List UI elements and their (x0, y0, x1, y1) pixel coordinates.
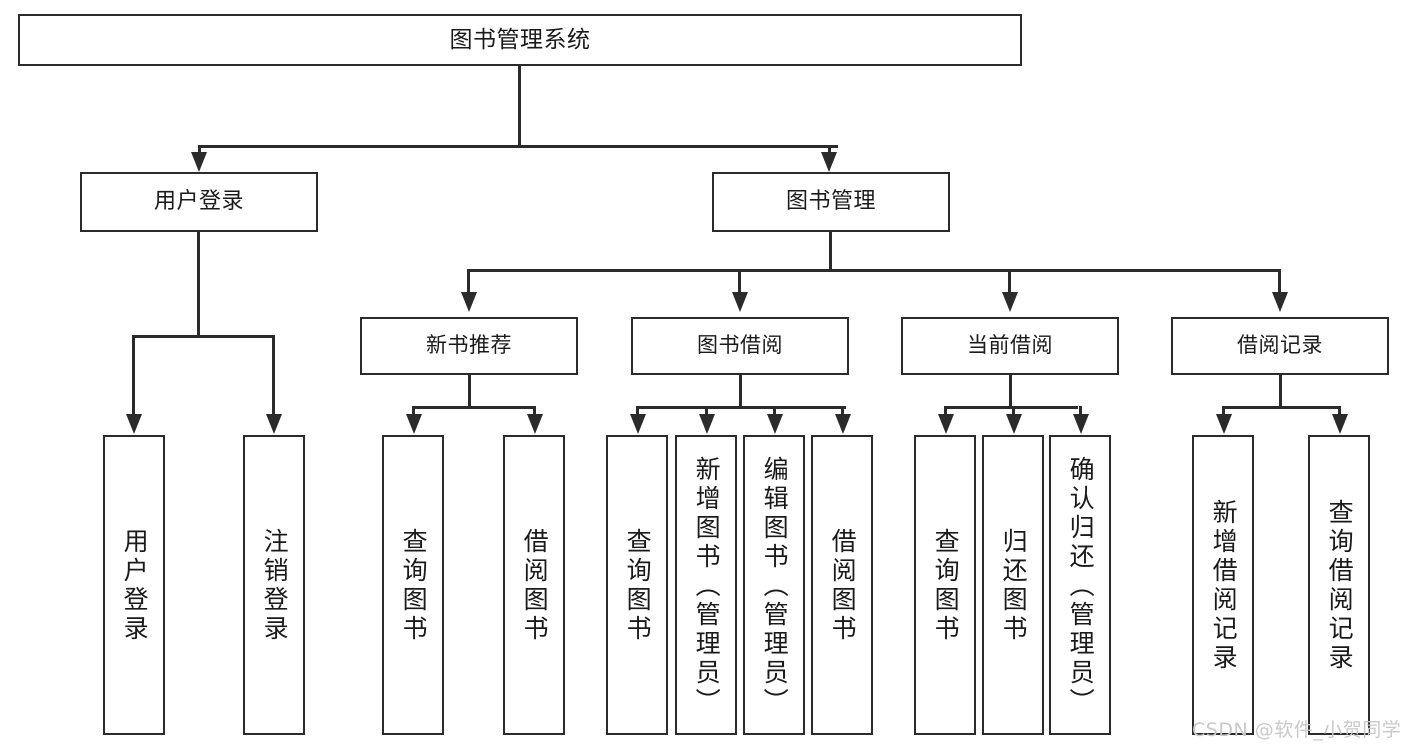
node-label: 查询图书 (399, 528, 429, 644)
edge-root-bar (198, 145, 838, 148)
edge-newbook-bar (412, 406, 536, 409)
leaf-add-borrow-record[interactable]: 新增借阅记录 (1192, 435, 1254, 735)
node-label: 借阅图书 (520, 528, 550, 644)
node-label: 图书管理系统 (449, 26, 591, 53)
arrow-down-icon (191, 152, 207, 172)
arrow-down-icon (699, 414, 715, 434)
arrow-down-icon (527, 414, 543, 434)
edge-userlogin-stem (197, 232, 200, 338)
edge-drop-l3-3 (1008, 269, 1011, 299)
node-label: 确认归还（管理员） (1066, 455, 1096, 717)
node-label: 注销登录 (260, 528, 290, 644)
arrow-down-icon (1073, 414, 1089, 434)
node-label: 新书推荐 (426, 333, 512, 358)
leaf-query-book-current[interactable]: 查询图书 (914, 435, 976, 735)
node-user-login[interactable]: 用户登录 (80, 172, 318, 232)
arrow-down-icon (266, 414, 282, 434)
arrow-down-icon (938, 414, 954, 434)
arrow-down-icon (767, 414, 783, 434)
arrow-down-icon (126, 414, 142, 434)
leaf-borrow-book-newbook[interactable]: 借阅图书 (503, 435, 565, 735)
arrow-down-icon (1272, 292, 1288, 312)
node-label: 编辑图书（管理员） (760, 455, 790, 717)
watermark-text: CSDN @软件_小贺同学 (1192, 719, 1402, 741)
arrow-down-icon (1332, 414, 1348, 434)
leaf-query-book-borrow[interactable]: 查询图书 (606, 435, 668, 735)
node-label: 新增图书（管理员） (692, 455, 722, 717)
edge-borrowbook-stem (739, 375, 742, 408)
leaf-logout[interactable]: 注销登录 (243, 435, 305, 735)
node-label: 查询借阅记录 (1325, 499, 1355, 673)
edge-drop-l3-1 (467, 269, 470, 299)
node-borrow-record[interactable]: 借阅记录 (1171, 317, 1389, 375)
edge-userlogin-bar (132, 335, 275, 338)
arrow-down-icon (821, 152, 837, 172)
arrow-down-icon (1216, 414, 1232, 434)
leaf-edit-book-admin[interactable]: 编辑图书（管理员） (743, 435, 805, 735)
arrow-down-icon (835, 414, 851, 434)
node-label: 归还图书 (999, 528, 1029, 644)
leaf-user-login[interactable]: 用户登录 (103, 435, 165, 735)
edge-borrowrecord-stem (1279, 375, 1282, 408)
edge-bookmgmt-bar (467, 269, 1281, 272)
arrow-down-icon (630, 414, 646, 434)
arrow-down-icon (1006, 414, 1022, 434)
edge-drop-leaf (272, 335, 275, 423)
node-label: 查询图书 (623, 528, 653, 644)
edge-drop-l3-2 (738, 269, 741, 299)
node-label: 图书管理 (785, 188, 876, 214)
node-label: 查询图书 (931, 528, 961, 644)
node-label: 用户登录 (153, 188, 244, 214)
leaf-query-borrow-record[interactable]: 查询借阅记录 (1308, 435, 1370, 735)
leaf-return-book[interactable]: 归还图书 (982, 435, 1044, 735)
edge-newbook-stem (468, 375, 471, 408)
edge-borrowrecord-bar (1222, 406, 1341, 409)
node-label: 图书借阅 (697, 333, 783, 358)
node-label: 借阅图书 (828, 528, 858, 644)
edge-root-stem (518, 66, 521, 147)
edge-borrowbook-bar (636, 406, 846, 409)
node-current-borrow[interactable]: 当前借阅 (901, 317, 1119, 375)
leaf-add-book-admin[interactable]: 新增图书（管理员） (675, 435, 737, 735)
arrow-down-icon (461, 292, 477, 312)
edge-currentborrow-stem (1009, 375, 1012, 408)
arrow-down-icon (406, 414, 422, 434)
node-label: 新增借阅记录 (1209, 499, 1239, 673)
arrow-down-icon (1002, 292, 1018, 312)
node-new-book-recommend[interactable]: 新书推荐 (360, 317, 578, 375)
edge-bookmgmt-stem (829, 232, 832, 272)
edge-drop-leaf (132, 335, 135, 423)
node-book-management[interactable]: 图书管理 (712, 172, 950, 232)
leaf-query-book-newbook[interactable]: 查询图书 (382, 435, 444, 735)
node-root-system[interactable]: 图书管理系统 (18, 14, 1022, 66)
edge-drop-l3-4 (1278, 269, 1281, 299)
arrow-down-icon (732, 292, 748, 312)
leaf-confirm-return-admin[interactable]: 确认归还（管理员） (1049, 435, 1111, 735)
leaf-borrow-book[interactable]: 借阅图书 (811, 435, 873, 735)
node-label: 借阅记录 (1237, 333, 1323, 358)
edge-currentborrow-bar (944, 406, 1078, 409)
node-label: 用户登录 (120, 528, 150, 644)
node-book-borrow[interactable]: 图书借阅 (631, 317, 849, 375)
node-label: 当前借阅 (967, 333, 1053, 358)
